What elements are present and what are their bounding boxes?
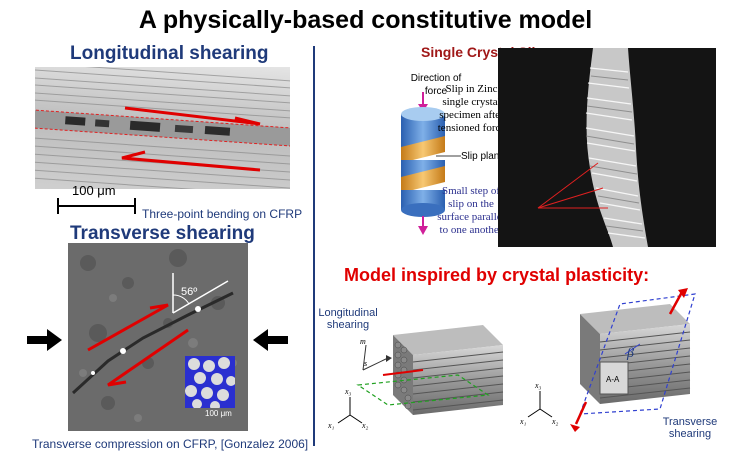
svg-text:x₂: x₂ <box>361 421 369 430</box>
svg-text:A-A: A-A <box>606 375 620 384</box>
transverse-label: Transverse shearing <box>662 416 718 440</box>
svg-text:x₂: x₂ <box>551 417 559 426</box>
longitudinal-fiber-block: m s x₃ x₁ x₂ <box>328 325 504 430</box>
scale-bar-label: 100 μm <box>72 183 116 198</box>
zinc-crystal-photo <box>498 48 716 247</box>
compression-caption: Transverse compression on CFRP, [Gonzale… <box>32 437 309 451</box>
scale-bar <box>57 198 136 214</box>
compression-arrow-right <box>253 329 288 351</box>
angle-label: 56º <box>181 286 198 298</box>
longitudinal-label: Longitudinal shearing <box>318 307 378 331</box>
inset-scale-label: 100 μm <box>205 409 232 418</box>
direction-of-force-label: Direction of force <box>410 73 462 97</box>
transverse-fiber-block: A-A x₃ x₁ x₂ <box>520 288 696 432</box>
svg-text:s: s <box>364 359 367 368</box>
section-divider <box>313 46 315 446</box>
shear-arrows-longitudinal <box>121 106 261 172</box>
longitudinal-heading: Longitudinal shearing <box>70 43 269 64</box>
svg-text:x₃: x₃ <box>534 381 542 390</box>
crystal-cylinder-diagram <box>401 92 461 235</box>
inset-micrograph <box>185 356 235 408</box>
slip-plane-label: Slip plane <box>461 151 505 162</box>
model-heading: Model inspired by crystal plasticity: <box>344 265 650 285</box>
svg-text:m: m <box>360 337 366 346</box>
zinc-note: Slip in Zinc single crystal specimen aft… <box>437 83 506 134</box>
page-title: A physically-based constitutive model <box>138 6 593 34</box>
svg-text:x₃: x₃ <box>344 387 352 396</box>
shear-arrows-transverse <box>87 303 189 387</box>
transverse-heading: Transverse shearing <box>70 223 255 244</box>
svg-text:x₁: x₁ <box>520 417 527 426</box>
beta-label: β <box>627 346 634 361</box>
longitudinal-sem-image <box>35 67 290 189</box>
compression-arrow-left <box>27 329 62 351</box>
bending-caption: Three-point bending on CFRP <box>142 207 303 221</box>
small-step-note: Small step of slip on the surface parall… <box>437 185 505 236</box>
svg-text:x₁: x₁ <box>328 421 335 430</box>
